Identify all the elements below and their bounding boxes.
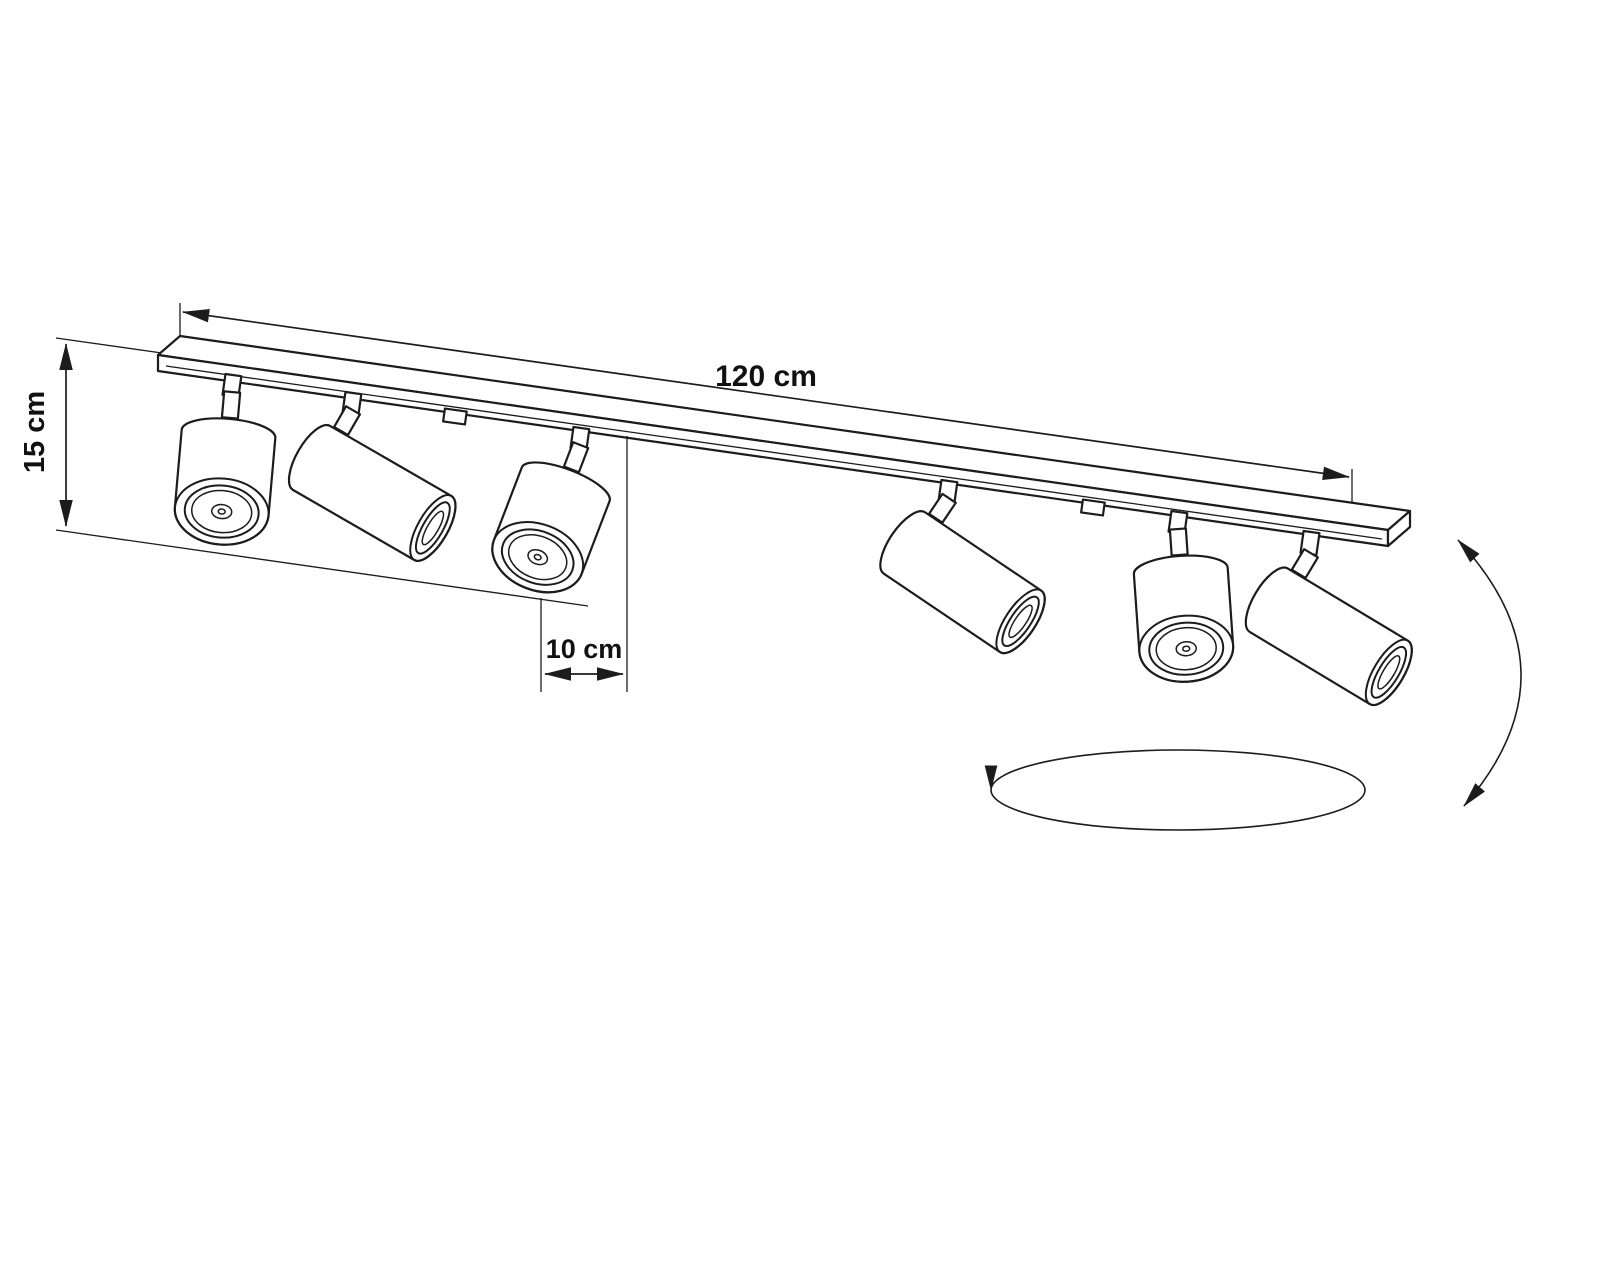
rail-channel-line: [165, 365, 1383, 540]
length-dimension-line: [182, 308, 1350, 481]
dimension-spacing: 10 cm: [540, 436, 628, 692]
mounting-rail: [156, 334, 1412, 548]
rail-clip-1: [442, 407, 468, 426]
spotlight-1: [170, 386, 281, 550]
spotlight-4: [870, 482, 1069, 662]
rail-end-face: [1386, 509, 1412, 548]
length-label: 120 cm: [715, 360, 817, 393]
spotlight-3: [480, 427, 626, 606]
rail-clip-2: [1080, 498, 1106, 517]
rotation-indicator: [984, 539, 1522, 831]
dimension-height: 15 cm: [19, 337, 589, 607]
height-label: 15 cm: [19, 391, 51, 473]
swivel-arc-arrow: [1457, 539, 1522, 807]
rotation-ellipse-bottom-arc: [990, 789, 1366, 831]
spotlight-5: [1129, 524, 1237, 687]
dimension-length: 120 cm: [179, 303, 1353, 526]
spacing-label: 10 cm: [546, 634, 623, 664]
spotlight-6: [1235, 538, 1435, 713]
rotation-ellipse-top-arc: [984, 749, 1366, 791]
extension-line-bottom-projection: [55, 529, 589, 607]
extension-line-top: [55, 337, 163, 354]
